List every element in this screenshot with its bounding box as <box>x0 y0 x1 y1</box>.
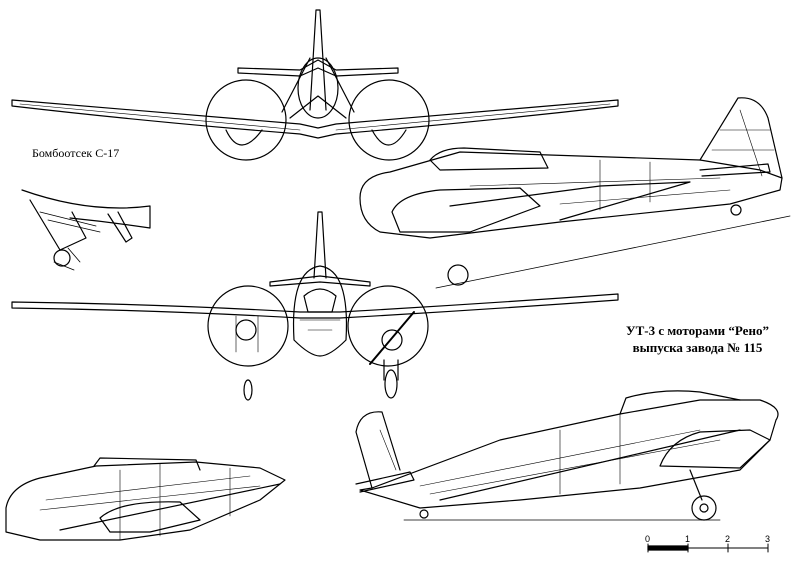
rear-view-panel-line <box>19 103 611 131</box>
front-view-engine-right <box>347 285 429 367</box>
drawing-caption: УТ-3 с моторами “Рено” выпуска завода № … <box>605 322 790 356</box>
side-view-lower-right-gear <box>689 469 703 501</box>
scale-bar-ticks <box>647 543 769 553</box>
front-view-spinner-right <box>381 329 403 351</box>
side-view-upper-fin <box>699 97 783 179</box>
side-view-lower-right-canopy <box>619 390 741 415</box>
side-view-lower-right-panel-lines <box>379 413 721 495</box>
side-view-upper-wing-root <box>449 181 691 221</box>
side-view-upper-canopy <box>429 147 549 171</box>
side-view-upper-prop-disc <box>447 264 469 286</box>
rear-view <box>11 9 619 161</box>
bomb-bay-bomb <box>53 249 71 267</box>
side-view-lower-left-fuselage <box>5 461 286 541</box>
side-view-lower-right-wheel <box>691 495 717 521</box>
rear-view-engine-right <box>348 79 430 161</box>
rear-view-gear-right <box>371 129 407 146</box>
bomb-bay-detail <box>21 189 151 271</box>
rear-view-tailplane <box>237 59 399 77</box>
front-view-propeller <box>369 311 415 365</box>
side-view-upper-panel-lines <box>469 109 775 211</box>
rear-view-fuselage <box>297 57 339 119</box>
bomb-bay-rack <box>39 211 101 271</box>
front-view-spinner-left <box>235 319 257 341</box>
front-view <box>11 211 619 401</box>
side-view-lower-right-tailplane <box>355 471 415 493</box>
scale-tick-0: 0 <box>645 534 650 544</box>
front-view-engine-left <box>207 285 289 367</box>
side-view-lower-left-nacelle <box>99 501 201 533</box>
front-view-gear <box>383 359 399 381</box>
bomb-bay-door <box>29 199 87 251</box>
front-view-wheel <box>384 369 398 399</box>
front-view-tailwheel <box>243 379 253 401</box>
side-view-upper <box>359 97 791 289</box>
side-view-lower-right-tailwheel <box>419 509 429 519</box>
bomb-bay-hull <box>21 189 151 229</box>
side-view-upper-tailplane <box>699 163 771 177</box>
side-view-lower-right-wing <box>439 429 741 501</box>
scale-bar-fill <box>647 545 689 551</box>
scale-tick-2: 2 <box>725 534 730 544</box>
side-view-lower-right-nacelle <box>659 429 771 469</box>
front-view-windscreen <box>303 288 337 313</box>
rear-view-fin <box>309 9 327 111</box>
front-view-tailplane <box>269 275 371 287</box>
side-view-lower-left-canopy <box>93 457 201 471</box>
side-view-upper-tailwheel <box>730 204 742 216</box>
side-view-lower-left-panel-lines <box>39 463 261 541</box>
side-view-upper-nacelle <box>391 187 541 233</box>
front-view-fuselage <box>292 265 348 357</box>
scale-tick-1: 1 <box>685 534 690 544</box>
side-view-lower-left <box>5 457 286 541</box>
caption-line-2: выпуска завода № 115 <box>632 340 763 355</box>
side-view-lower-right-fuselage <box>359 399 779 509</box>
scale-bar: 0 1 2 3 <box>645 534 770 553</box>
side-view-upper-fuselage <box>359 151 783 239</box>
front-view-fin <box>313 211 327 279</box>
side-view-upper-ground-line <box>435 215 791 289</box>
rear-view-engine-left <box>205 79 287 161</box>
front-view-detail-lines <box>235 315 341 353</box>
bomb-bay-label: Бомбоотсек С-17 <box>32 146 120 160</box>
side-view-lower-right-hub <box>699 503 709 513</box>
rear-view-struts <box>281 57 355 119</box>
rear-view-wing <box>11 99 619 139</box>
rear-view-gear-left <box>225 129 263 146</box>
bomb-bay-arm <box>107 211 133 243</box>
caption-line-1: УТ-3 с моторами “Рено” <box>626 323 769 338</box>
side-view-lower-right <box>355 390 779 521</box>
scale-tick-3: 3 <box>765 534 770 544</box>
side-view-lower-right-fin <box>355 411 401 489</box>
front-view-wing <box>11 293 619 319</box>
side-view-lower-left-wing-root <box>59 483 281 531</box>
